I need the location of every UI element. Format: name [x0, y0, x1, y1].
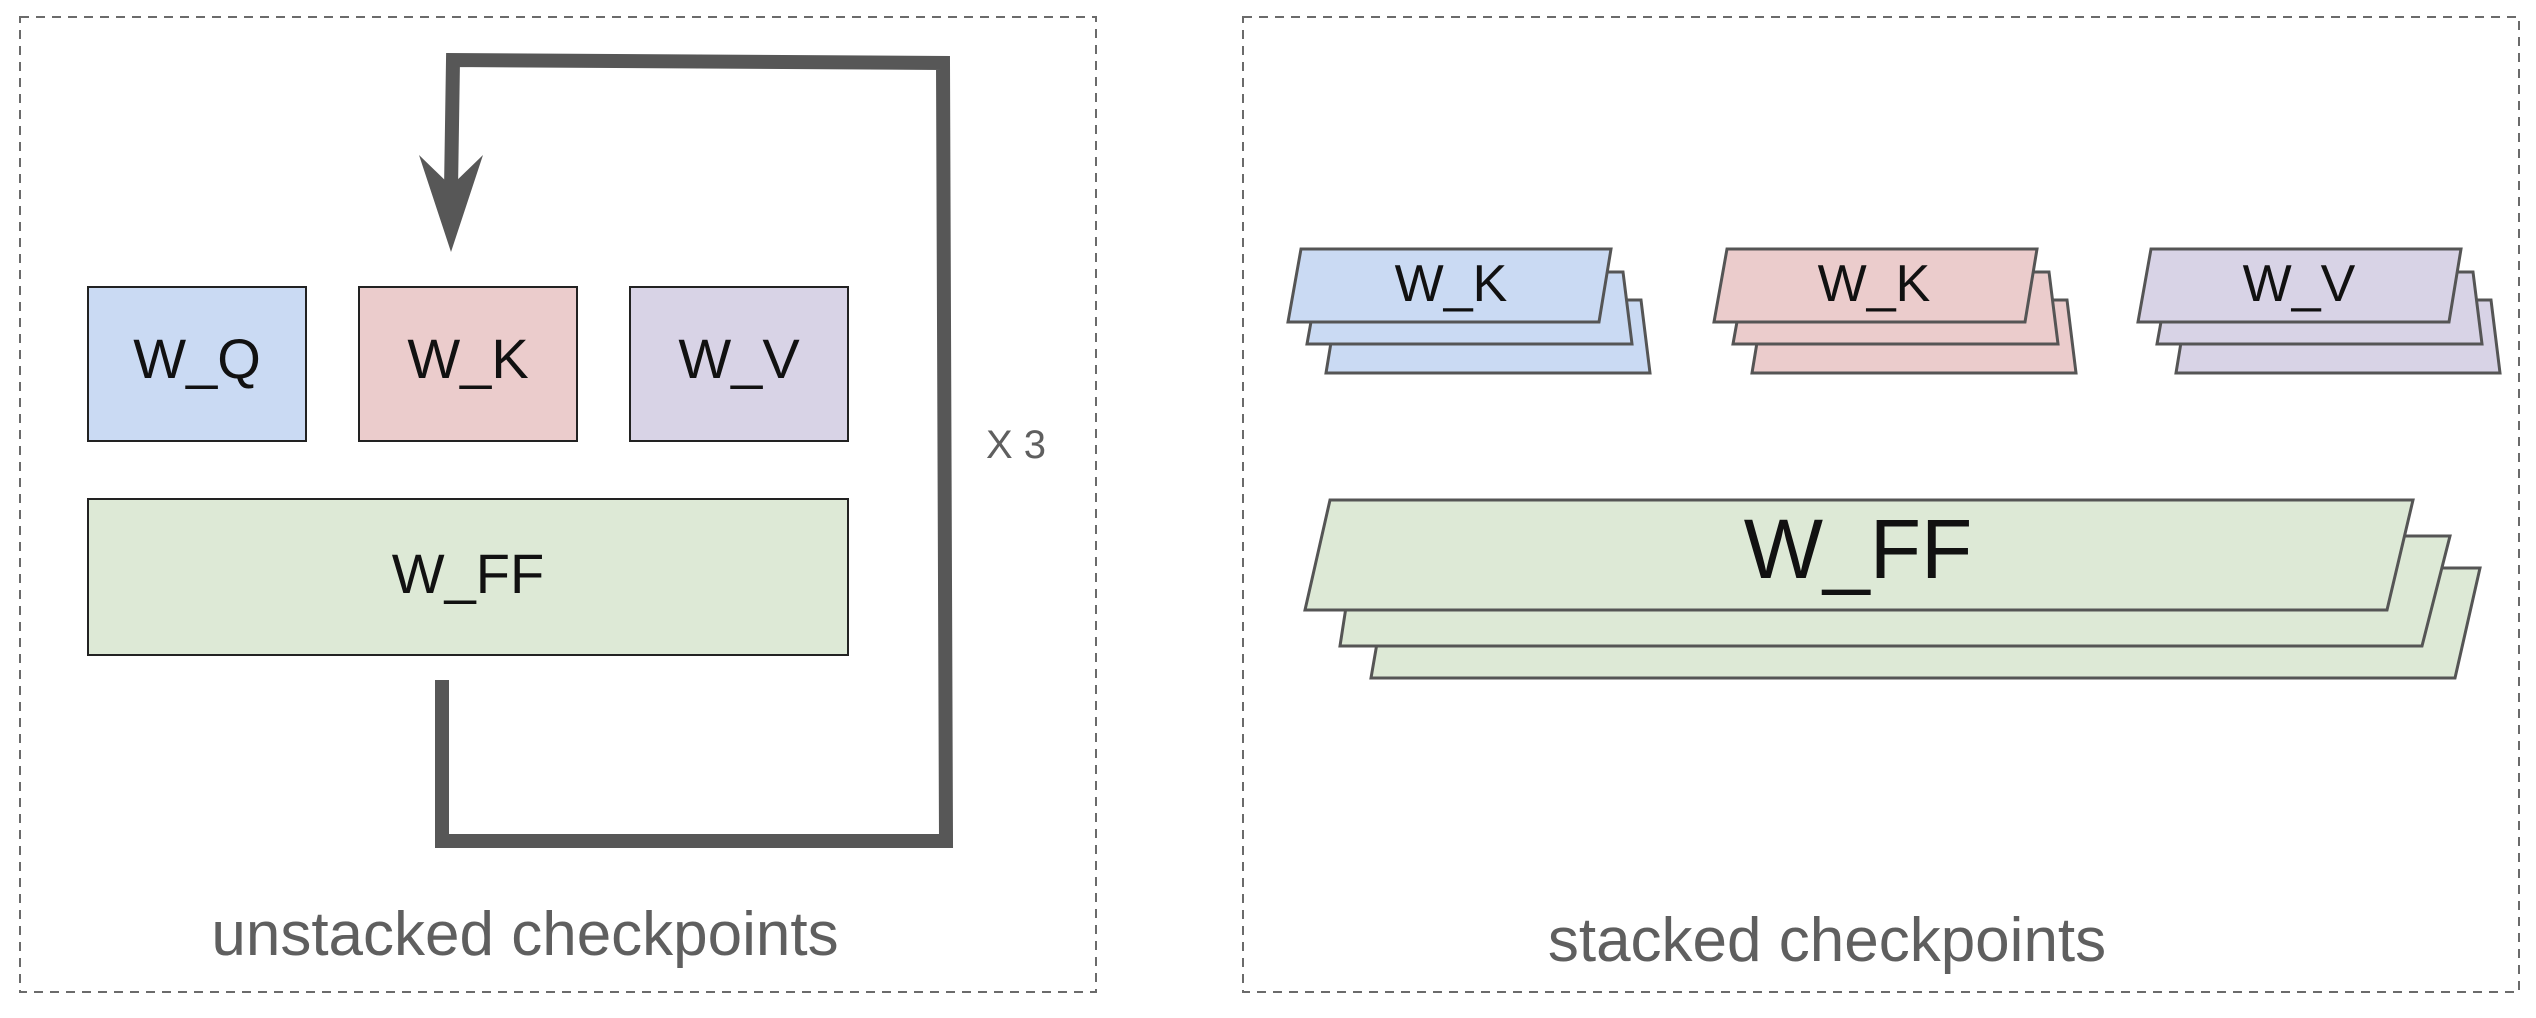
wk-label: W_K [407, 327, 528, 390]
wff-block: W_FF [87, 498, 849, 656]
stacked-caption: stacked checkpoints [1548, 906, 2106, 975]
wff-label: W_FF [392, 542, 544, 605]
unstacked-panel: W_Q W_K W_V W_FF X 3 unstacked checkpoin… [19, 16, 1097, 993]
stack-green: W_FF [1303, 498, 2482, 680]
stack-green-label: W_FF [1744, 502, 1973, 596]
wq-block: W_Q [87, 286, 307, 442]
wq-label: W_Q [133, 327, 261, 390]
stack-purple-label: W_V [2243, 255, 2356, 313]
stack-red-label: W_K [1818, 255, 1931, 313]
loop-arrow-icon [419, 52, 954, 848]
stack-blue-label: W_K [1395, 255, 1508, 313]
stack-blue: W_K [1286, 247, 1652, 375]
repeat-label: X 3 [986, 423, 1046, 467]
stack-red: W_K [1712, 247, 2078, 375]
wv-label: W_V [678, 327, 800, 390]
unstacked-caption: unstacked checkpoints [211, 900, 838, 969]
stack-purple: W_V [2136, 247, 2502, 375]
wk-block: W_K [358, 286, 578, 442]
wv-block: W_V [629, 286, 849, 442]
stacked-panel: W_K W_K W_V W_FF stacked checkpoints [1242, 16, 2520, 993]
stacked-panel-border [1242, 16, 2520, 993]
